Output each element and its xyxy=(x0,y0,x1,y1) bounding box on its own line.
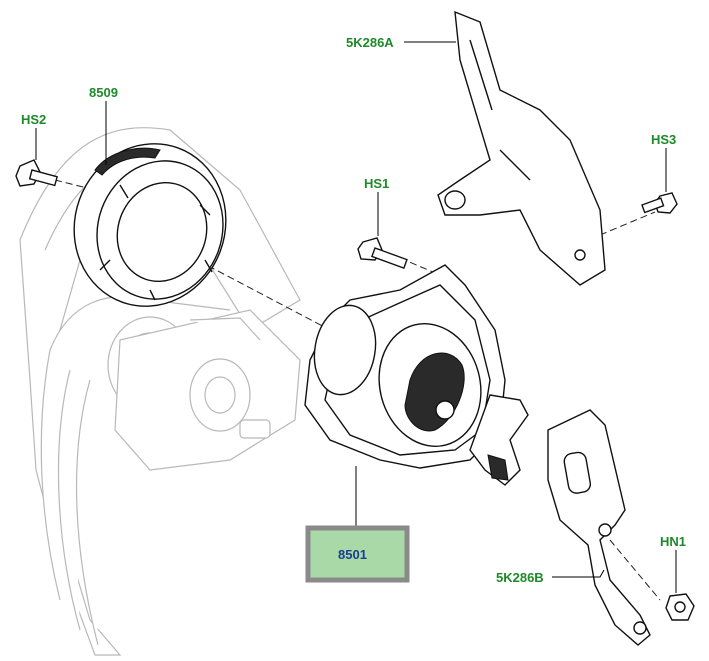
leader-lines xyxy=(35,41,677,593)
pulley-8509[interactable] xyxy=(51,122,248,327)
ghost-tensioner xyxy=(107,309,301,471)
bolt-hs1[interactable] xyxy=(357,237,408,269)
bolt-hs2[interactable] xyxy=(15,159,58,187)
selected-highlight-box xyxy=(305,525,410,583)
bracket-5k286a[interactable] xyxy=(437,10,606,286)
callout-5k286a[interactable]: 5K286A xyxy=(346,35,394,50)
callout-hs3[interactable]: HS3 xyxy=(651,132,676,147)
bracket-5k286b[interactable] xyxy=(547,409,651,646)
nut-hn1[interactable] xyxy=(665,593,695,621)
callout-8509[interactable]: 8509 xyxy=(89,85,118,100)
bolt-hs3[interactable] xyxy=(641,192,678,214)
callout-8501: 8501 xyxy=(338,547,367,562)
water-pump-8501[interactable] xyxy=(304,264,529,486)
callout-5k286b[interactable]: 5K286B xyxy=(496,570,544,585)
callout-hs2[interactable]: HS2 xyxy=(21,112,46,127)
callout-hs1[interactable]: HS1 xyxy=(364,176,389,191)
selected-callout-8501[interactable]: 8501 xyxy=(305,525,410,583)
callout-hn1[interactable]: HN1 xyxy=(660,534,686,549)
